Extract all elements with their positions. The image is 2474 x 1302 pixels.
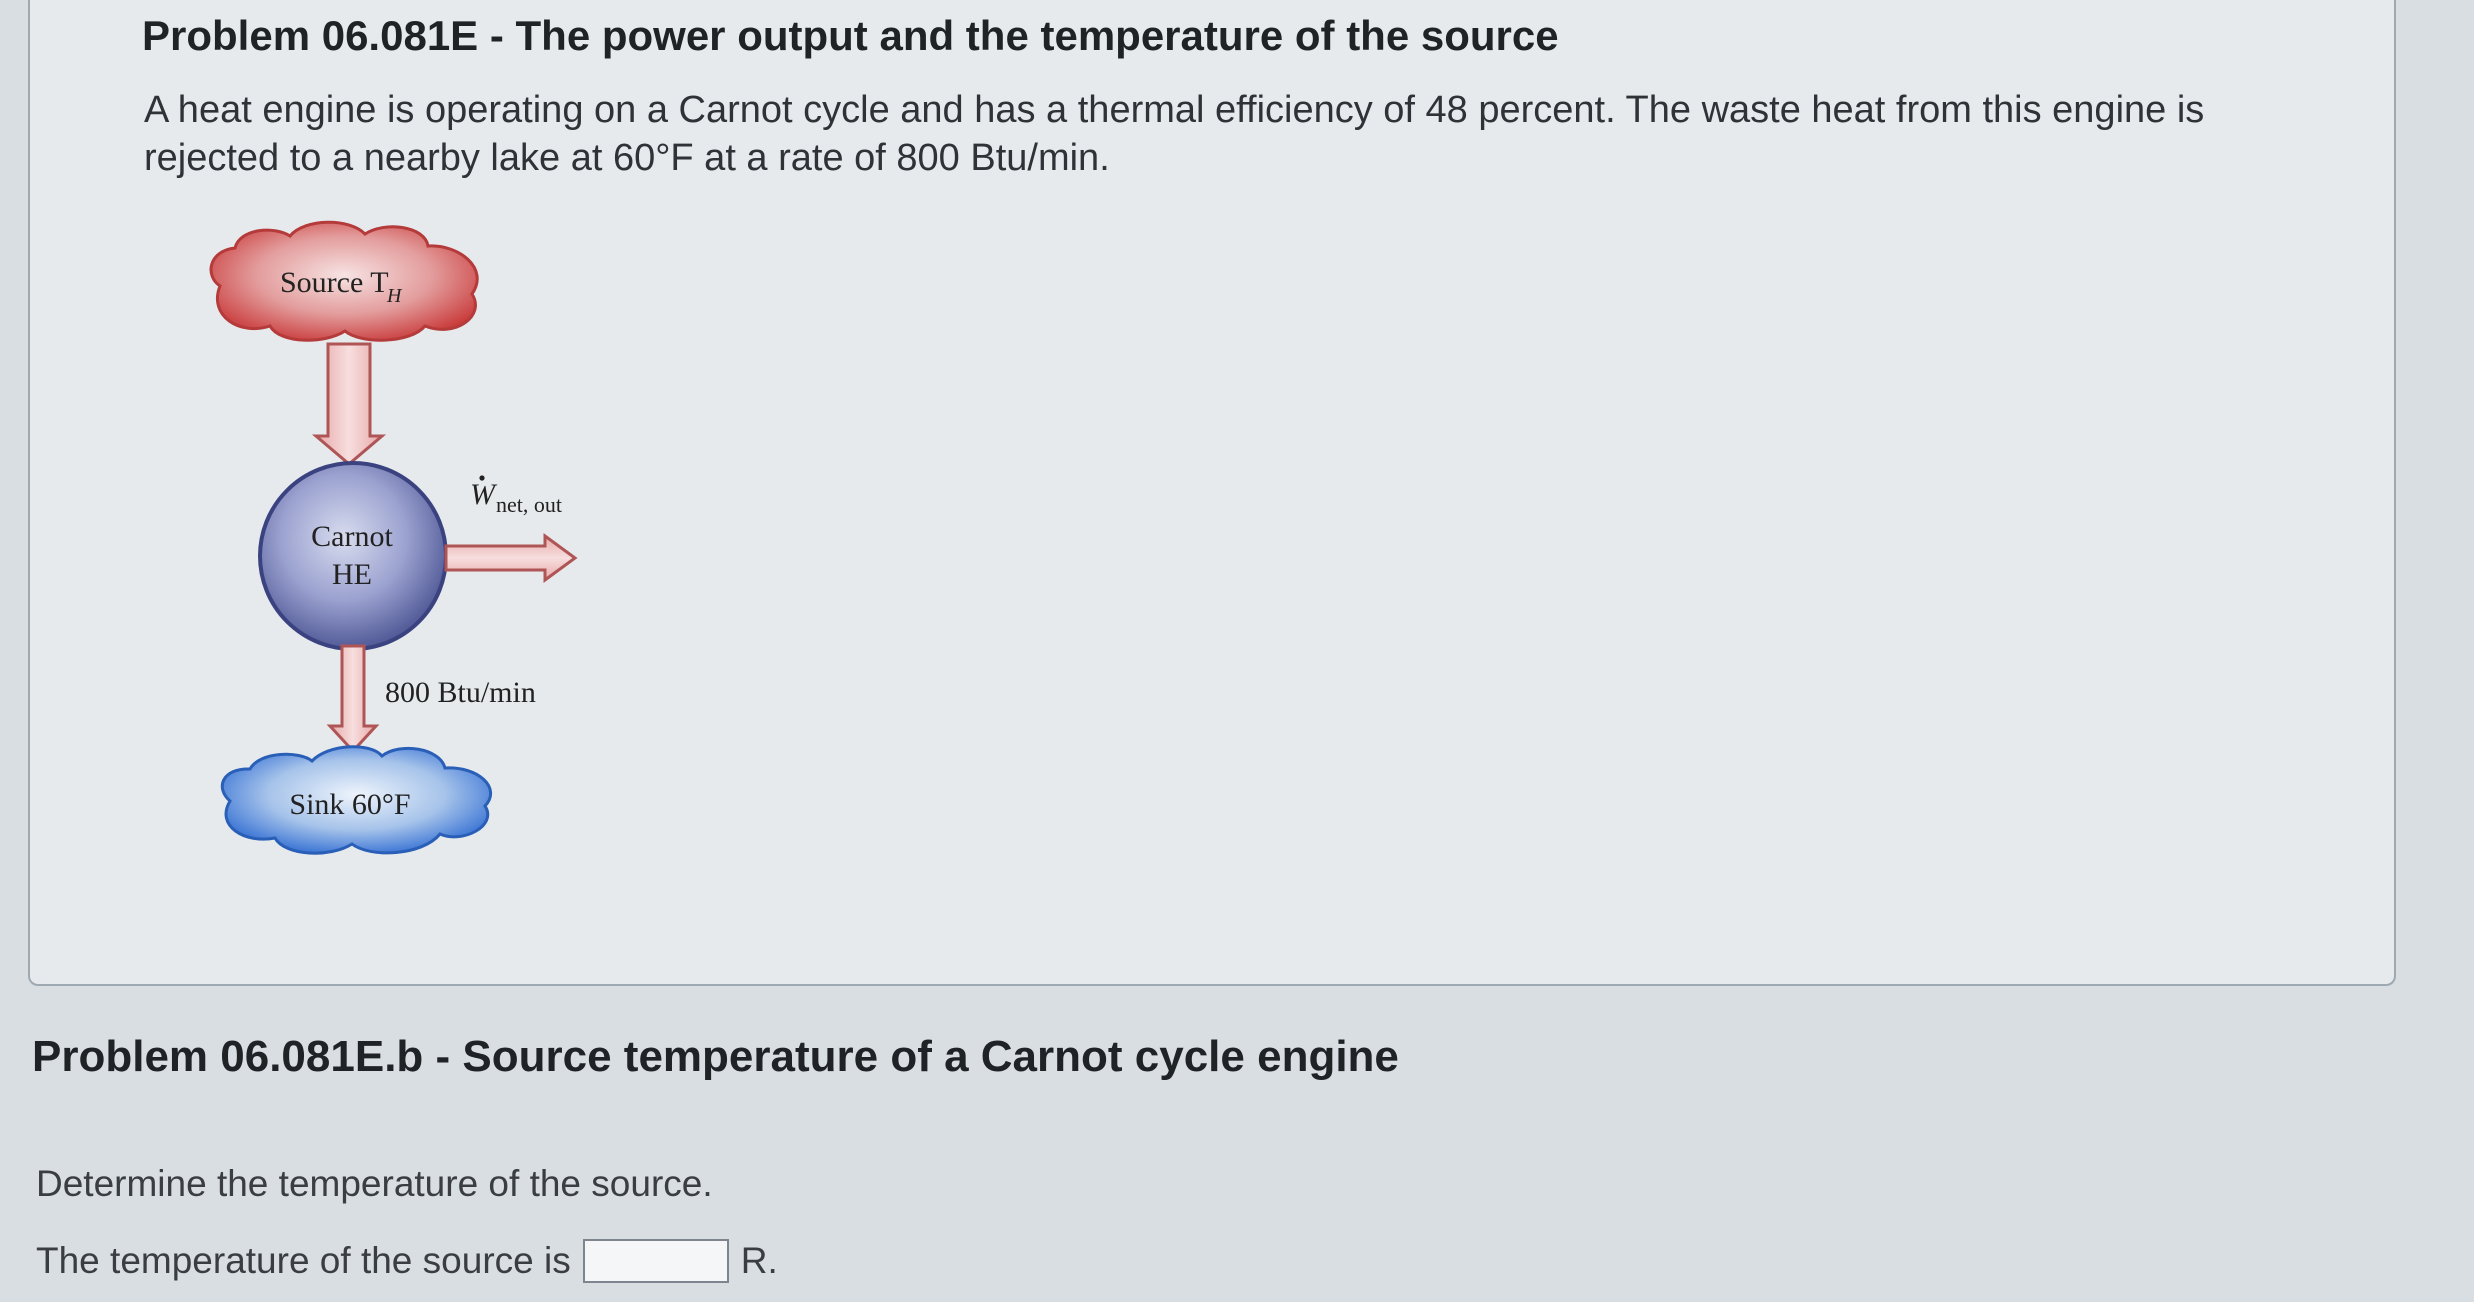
part-b-title: Problem 06.081E.b - Source temperature o… xyxy=(32,1032,1399,1081)
problem-description: A heat engine is operating on a Carnot c… xyxy=(144,89,2205,179)
heat-rate-label: 800 Btu/min xyxy=(385,676,536,709)
engine-label-line1: Carnot xyxy=(311,520,393,553)
work-symbol: W xyxy=(470,478,498,511)
source-reservoir: Source T H xyxy=(209,220,479,342)
question-text: Determine the temperature of the source. xyxy=(36,1163,713,1204)
source-subscript: H xyxy=(386,285,403,307)
answer-unit: R. xyxy=(740,1240,778,1281)
sink-reservoir: Sink 60°F xyxy=(220,745,493,855)
heat-in-arrow xyxy=(311,342,387,466)
engine-label-line2: HE xyxy=(332,558,372,591)
work-out-label: W net, out xyxy=(470,475,562,517)
carnot-engine-diagram: Source T H Carnot HE W net, out 800 Btu/… xyxy=(209,220,578,855)
problem-card: Problem 06.081E - The power output and t… xyxy=(28,0,2396,986)
answer-row: The temperature of the source is R. xyxy=(36,1233,778,1289)
work-out-arrow xyxy=(444,533,578,583)
heat-out-arrow xyxy=(326,644,380,754)
sink-label: Sink 60°F xyxy=(289,788,410,821)
carnot-engine: Carnot HE xyxy=(258,461,448,651)
answer-prefix: The temperature of the source is xyxy=(36,1240,571,1281)
work-dot xyxy=(479,475,485,481)
source-temperature-input[interactable] xyxy=(582,1239,729,1283)
work-subscript: net, out xyxy=(496,492,562,517)
problem-title: Problem 06.081E - The power output and t… xyxy=(142,12,1559,59)
source-label: Source T xyxy=(280,266,389,299)
